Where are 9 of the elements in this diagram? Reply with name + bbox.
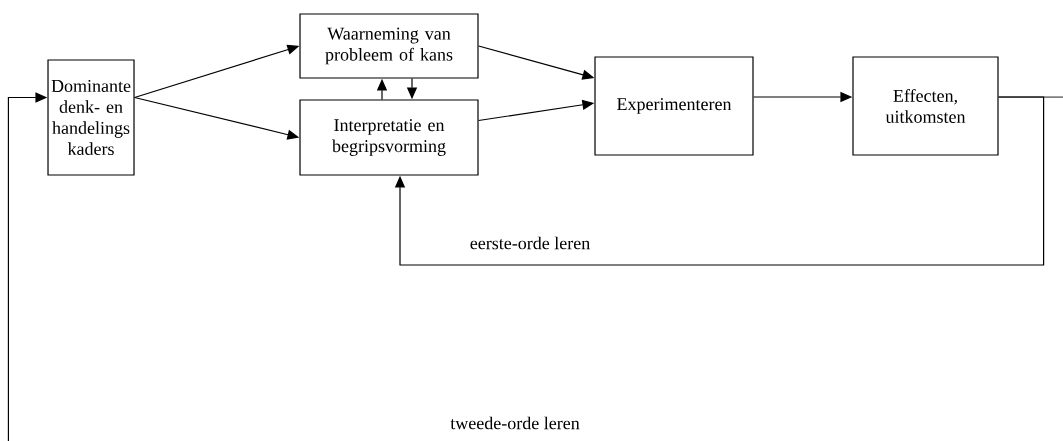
process-box: Experimenteren [594,56,754,156]
arrow [7,92,1063,441]
edge-label: eerste-orde leren [468,235,592,251]
process-box: Dominante denk- en handelings kaders [47,59,135,176]
process-box: Waarneming van probleem of kans [299,13,479,79]
process-box: Interpretatie en begripsvorming [299,99,479,176]
arrow [394,96,1045,266]
process-box: Effecten, uitkomsten [852,56,999,156]
edge-label: tweede-orde leren [449,415,581,431]
